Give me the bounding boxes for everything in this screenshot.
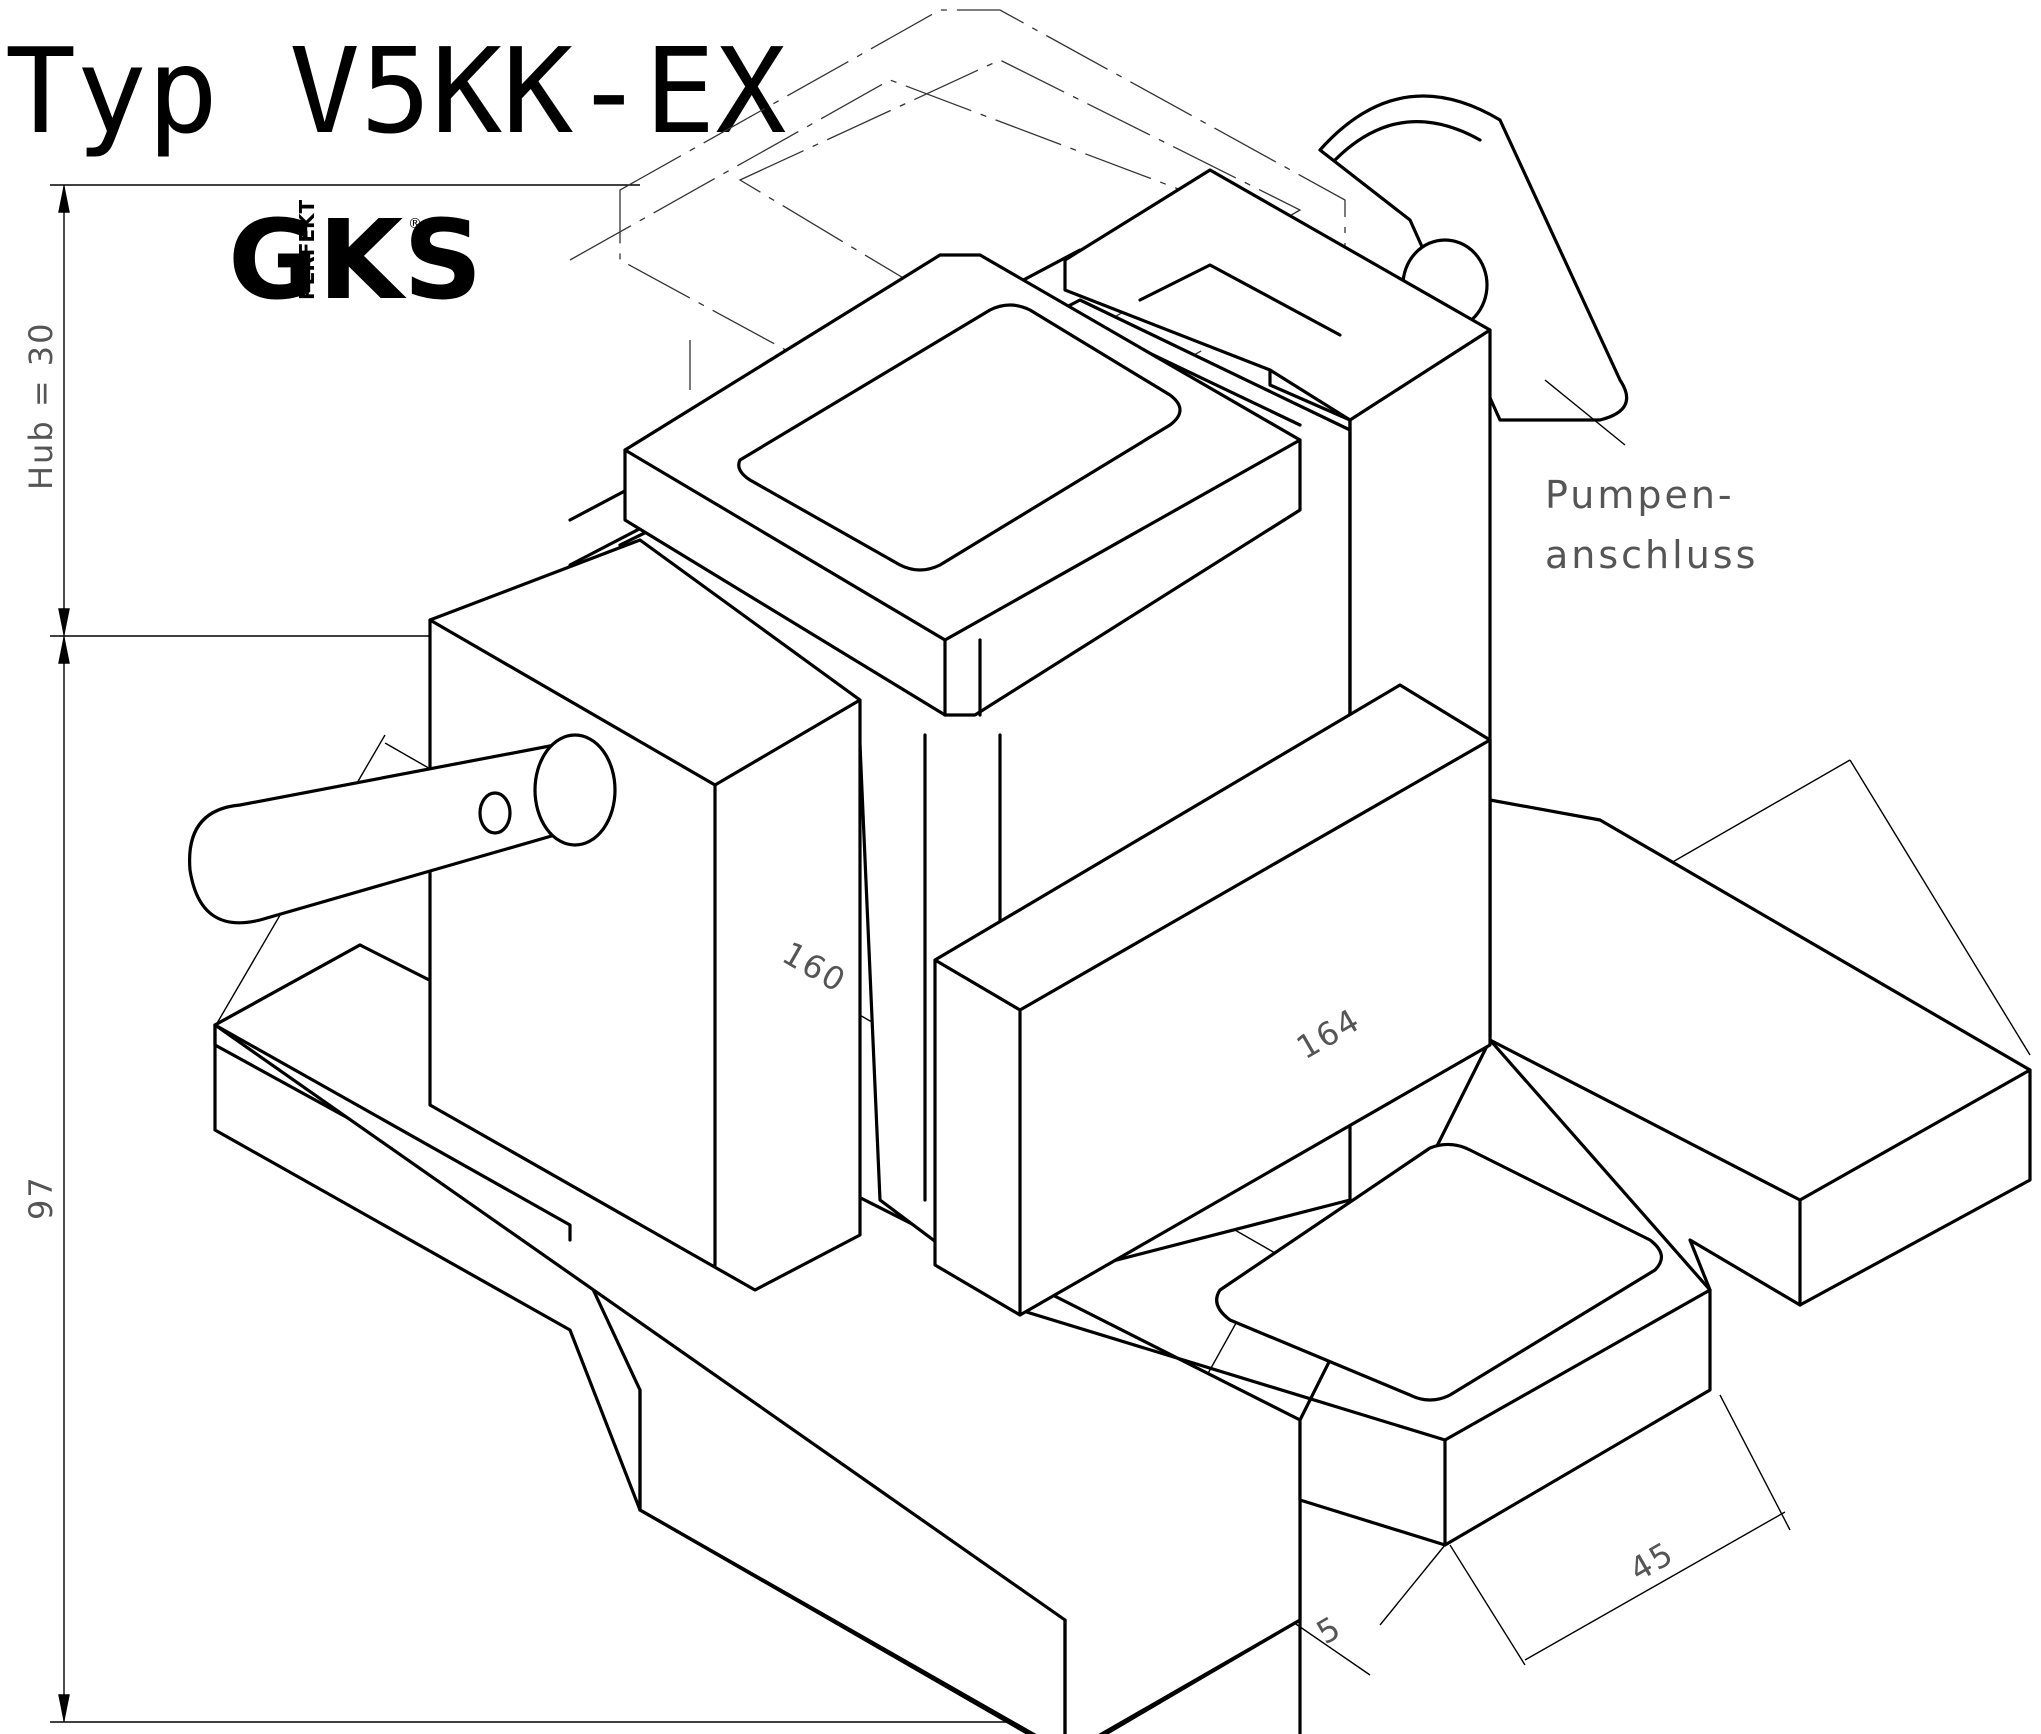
- crank-handle: [187, 733, 617, 925]
- gks-logo: G KS PERFEKT ®: [228, 196, 482, 324]
- width-5-label: 5: [1310, 1608, 1348, 1652]
- logo-registered-mark: ®: [408, 216, 422, 232]
- logo-letter-g: G: [228, 196, 318, 324]
- lifting-head: [623, 253, 1302, 717]
- logo-letters-ks: KS: [318, 196, 482, 324]
- drawing-title: Typ V5KK-EX: [5, 22, 786, 160]
- left-block: [428, 538, 862, 1292]
- height-dimension-label: 97: [22, 1175, 60, 1220]
- pump-leader-line: [1544, 379, 1626, 446]
- front-block: [933, 683, 1492, 1317]
- pump-callout-line1: Pumpen-: [1545, 473, 1735, 517]
- stroke-dimension-label: Hub = 30: [22, 321, 60, 490]
- foot-pad: [1215, 1142, 1663, 1402]
- pump-callout-line2: anschluss: [1545, 533, 1758, 577]
- width-45-label: 45: [1623, 1534, 1681, 1589]
- logo-vertical-word: PERFEKT: [295, 199, 319, 300]
